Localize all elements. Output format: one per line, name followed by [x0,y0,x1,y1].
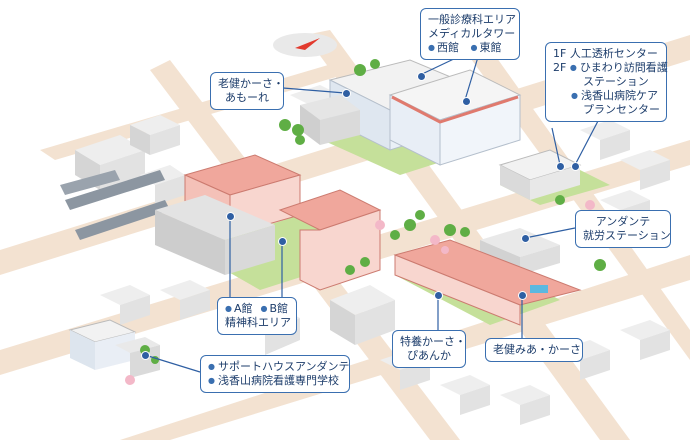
nursing-school: 浅香山病院看護専門学校 [208,374,342,388]
marker-tokuyo [434,291,443,300]
tokuyo-line-2: ぴあんか [407,349,451,362]
label-medical-tower: 一般診療科エリア メディカルタワー 西館 東館 [420,8,520,60]
support-house-buildings [68,319,160,378]
north-compass [273,33,337,57]
psych-b: B館 [261,302,289,316]
marker-medical-west [417,72,426,81]
label-rouken-mia: 老健みあ・かーさ [485,338,583,362]
andante-line-2: 就労ステーション [583,229,671,242]
marker-medical-east [462,97,471,106]
marker-dialysis [556,162,565,171]
marker-andante [521,234,530,243]
marker-psych-a [226,212,235,221]
center-f1-text: 人工透析センター [569,47,658,60]
center-f2: 2F [553,61,567,74]
andante-line-1: アンダンテ [595,215,651,228]
dialysis-center-building [498,149,582,200]
center-f2-text-2: ステーション [583,75,649,88]
psych-title: 精神科エリア [225,316,291,329]
marker-care-plan [571,162,580,171]
rouken-kasa-line-2: あもーれ [225,91,269,104]
marker-rouken-mia [518,291,527,300]
leader-lines [144,56,599,373]
center-f2-text-1: ひまわり訪問看護 [570,61,668,74]
medical-tower-title-2: メディカルタワー [428,27,516,40]
support-house: サポートハウスアンダンテ [208,360,350,374]
label-psychiatry: A館 B館 精神科エリア [217,297,297,335]
south-east-buildings [393,228,582,326]
center-f1: 1F [553,47,567,60]
label-support-school: サポートハウスアンダンテ 浅香山病院看護専門学校 [200,355,350,393]
marker-rouken-kasa [342,89,351,98]
marker-support-house [141,351,150,360]
label-center-info: 1F 人工透析センター 2F ひまわり訪問看護 ステーション 浅香山病院ケア プ… [545,42,668,122]
psychiatry-buildings [155,154,382,291]
blossom-trees [125,200,595,385]
medical-tower-east: 東館 [470,41,501,55]
medical-tower-title-1: 一般診療科エリア [428,13,516,26]
marker-psych-b [278,237,287,246]
label-tokuyo: 特養かーさ・ ぴあんか [392,330,466,368]
rouken-kasa-line-1: 老健かーさ・ [218,77,284,90]
medical-tower-west: 西館 [428,41,459,55]
label-andante: アンダンテ 就労ステーション [575,210,671,248]
rouken-mia-text: 老健みあ・かーさ [493,343,581,356]
label-rouken-kasa: 老健かーさ・ あもーれ [210,72,284,110]
psych-a: A館 [225,302,253,316]
tokuyo-line-1: 特養かーさ・ [400,335,466,348]
center-care-1: 浅香山病院ケア [571,89,658,102]
center-care-2: プランセンター [583,103,660,116]
